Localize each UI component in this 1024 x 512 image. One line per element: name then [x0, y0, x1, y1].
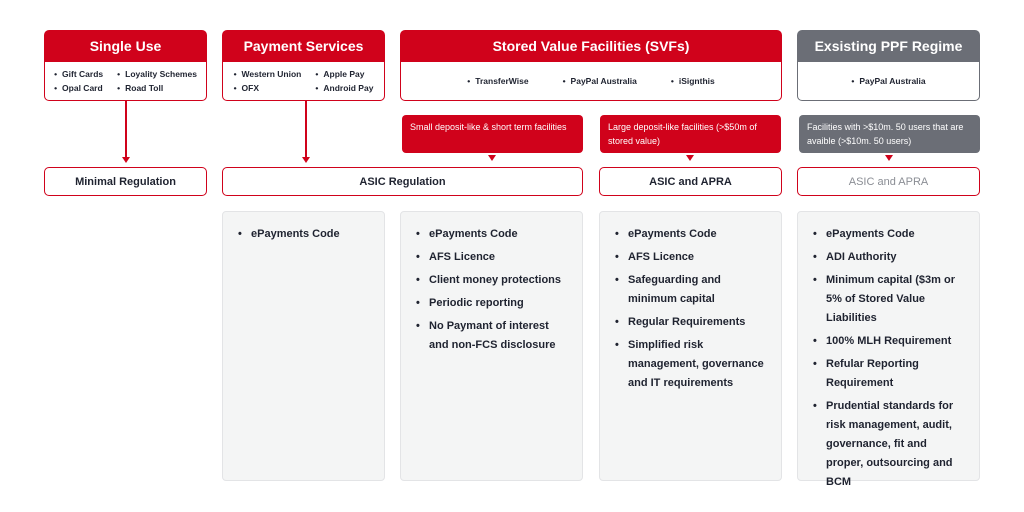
example-item: TransferWise	[467, 76, 528, 86]
requirement-item: Refular Reporting Requirement	[812, 355, 965, 393]
note-text: Large deposit-like facilities (>$50m of …	[608, 122, 757, 146]
requirement-item: Simplified risk management, governance a…	[614, 336, 767, 393]
asic-apra-ppf-box: ASIC and APRA	[797, 167, 980, 196]
requirement-item: ePayments Code	[415, 225, 568, 244]
ppf-examples: PayPal Australia	[797, 62, 980, 101]
svf-examples: TransferWise PayPal Australia iSignthis	[400, 62, 782, 101]
example-item: PayPal Australia	[851, 76, 925, 86]
payment-services-title: Payment Services	[243, 38, 364, 54]
single-use-title: Single Use	[89, 38, 162, 54]
large-svf-requirements: ePayments Code AFS Licence Safeguarding …	[599, 211, 782, 481]
example-item: Loyality Schemes	[117, 69, 197, 79]
svf-header: Stored Value Facilities (SVFs)	[400, 30, 782, 62]
requirement-item: ePayments Code	[614, 225, 767, 244]
note-text: Small deposit-like & short term faciliti…	[410, 122, 567, 132]
example-item: Android Pay	[315, 83, 373, 93]
payment-services-examples: Western Union Apple Pay OFX Android Pay	[222, 62, 385, 101]
requirement-item: No Paymant of interest and non-FCS discl…	[415, 317, 568, 355]
ppf-header: Exsisting PPF Regime	[797, 30, 980, 62]
example-item: Road Toll	[117, 83, 197, 93]
note-ppf: Facilities with >$10m. 50 users that are…	[799, 115, 980, 153]
requirement-item: 100% MLH Requirement	[812, 332, 965, 351]
requirement-item: Periodic reporting	[415, 294, 568, 313]
regulation-label: ASIC and APRA	[649, 175, 732, 188]
note-text: Facilities with >$10m. 50 users that are…	[807, 122, 964, 146]
arrow-down-icon	[302, 157, 310, 163]
example-item: PayPal Australia	[563, 76, 637, 86]
note-small-svf: Small deposit-like & short term faciliti…	[402, 115, 583, 153]
regulation-label: ASIC Regulation	[359, 175, 446, 188]
ppf-requirements: ePayments Code ADI Authority Minimum cap…	[797, 211, 980, 488]
arrow-down-icon	[885, 155, 893, 161]
requirement-item: Minimum capital ($3m or 5% of Stored Val…	[812, 271, 965, 328]
connector-line	[305, 101, 307, 157]
arrow-down-icon	[488, 155, 496, 161]
payment-services-requirements: ePayments Code	[222, 211, 385, 481]
payment-services-header: Payment Services	[222, 30, 385, 62]
note-large-svf: Large deposit-like facilities (>$50m of …	[600, 115, 781, 153]
requirement-item: Safeguarding and minimum capital	[614, 271, 767, 309]
example-item: Apple Pay	[315, 69, 373, 79]
requirement-item: ePayments Code	[237, 225, 370, 244]
requirement-item: Client money protections	[415, 271, 568, 290]
requirement-item: AFS Licence	[415, 248, 568, 267]
example-item: iSignthis	[671, 76, 715, 86]
regulation-label: Minimal Regulation	[75, 175, 176, 188]
regulation-label: ASIC and APRA	[848, 175, 929, 188]
minimal-regulation-box: Minimal Regulation	[44, 167, 207, 196]
ppf-title: Exsisting PPF Regime	[814, 38, 963, 54]
connector-line	[125, 101, 127, 157]
requirement-item: Regular Requirements	[614, 313, 767, 332]
single-use-header: Single Use	[44, 30, 207, 62]
asic-apra-box: ASIC and APRA	[599, 167, 782, 196]
requirement-item: Prudential standards for risk management…	[812, 397, 965, 492]
requirement-item: ePayments Code	[812, 225, 965, 244]
arrow-down-icon	[122, 157, 130, 163]
svf-title: Stored Value Facilities (SVFs)	[492, 38, 690, 54]
requirement-item: ADI Authority	[812, 248, 965, 267]
example-item: Western Union	[234, 69, 302, 79]
requirement-item: AFS Licence	[614, 248, 767, 267]
small-svf-requirements: ePayments Code AFS Licence Client money …	[400, 211, 583, 481]
example-item: Gift Cards	[54, 69, 103, 79]
example-item: Opal Card	[54, 83, 103, 93]
arrow-down-icon	[686, 155, 694, 161]
example-item: OFX	[234, 83, 302, 93]
single-use-examples: Gift Cards Loyality Schemes Opal Card Ro…	[44, 62, 207, 101]
asic-regulation-box: ASIC Regulation	[222, 167, 583, 196]
